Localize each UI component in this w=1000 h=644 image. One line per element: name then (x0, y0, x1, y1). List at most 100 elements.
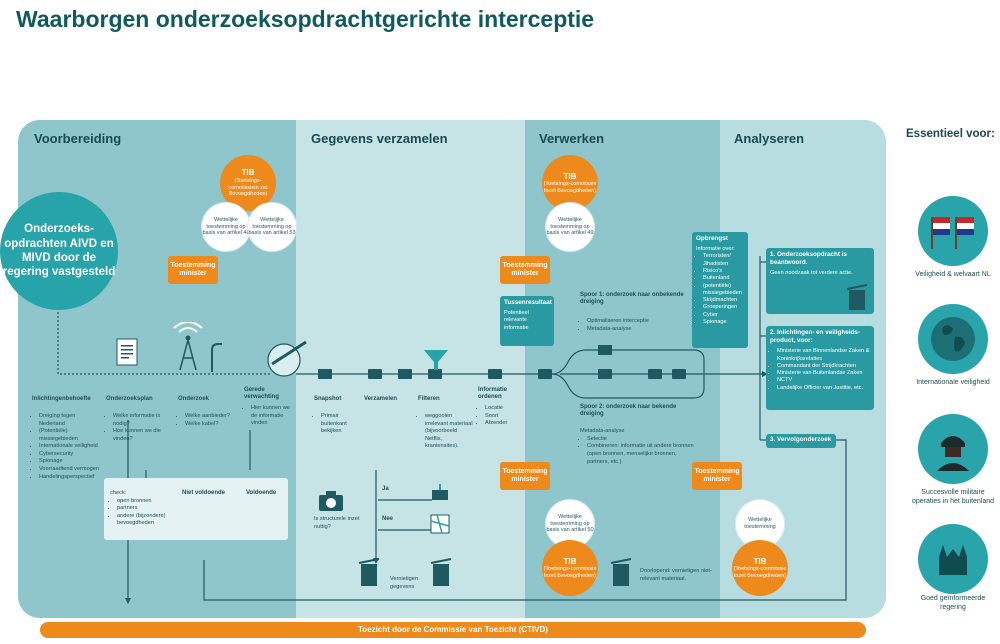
filter-funnel-icon (424, 350, 448, 370)
tib-sub: (Toetsings-commissie Inzet Bevoegdheden) (543, 566, 597, 579)
packet-icon (648, 369, 662, 379)
structurele-inzet-question: Is structurele inzet nuttig? (314, 516, 360, 530)
tib-sub: (Toetsings-commissie Inzet Bevoegdheden) (543, 181, 597, 194)
packet-icon (428, 369, 442, 379)
tussenresultaat-box: Tussenresultaat Potentieel relevante inf… (500, 296, 554, 346)
list-item: Welke aanbieder? (185, 413, 240, 421)
toestemming-artikel-49: Wettelijke toestemming op basis van arti… (546, 203, 594, 251)
tib-title: TIB (563, 556, 577, 566)
step-inlichtingenbehoefte: Inlichtingenbehoefte Dreiging tegen Nede… (32, 396, 102, 481)
step-title: Onderzoeksplan (106, 396, 153, 402)
spoor2-list: Selectie Combineren: informatie uit ande… (580, 436, 700, 466)
tib-title: TIB (753, 556, 767, 566)
data-packets (318, 369, 686, 379)
vernietigen-gegevens-label: Vernietigen gegevens (390, 576, 418, 590)
tib-title: TIB (241, 168, 255, 178)
packet-icon (598, 369, 612, 379)
spoor-1: Spoor 1: onderzoek naar onbekende dreigi… (580, 292, 692, 333)
packet-icon (318, 369, 332, 379)
antenna-icon (173, 322, 203, 371)
opbrengst-title: Opbrengst (696, 235, 728, 242)
toestemming-minister-box-1: Toestemming minister (168, 256, 218, 284)
tib-circle-bottom-mid: TIB (Toetsings-commissie Inzet Bevoegdhe… (542, 540, 598, 596)
step-title: Filteren (418, 396, 440, 402)
list-item: weggooien irrelevant materiaal (bijvoorb… (425, 413, 474, 451)
tussenresultaat-text: Potentieel relevante informatie (504, 310, 529, 331)
step-title: Informatie ordenen (478, 387, 508, 401)
packet-icon (672, 369, 686, 379)
list-item: (potentiële) missiegebieden (703, 283, 744, 298)
result3-title: 3. Vervolgonderzoek (770, 436, 832, 443)
label-voldoende: Voldoende (246, 490, 277, 496)
cable-device-icon (432, 484, 448, 500)
step-snapshot: Snapshot Primair buitenkant bekijken (314, 396, 360, 436)
list-item: Metadata-analyse (587, 326, 692, 334)
list-item: Spionage (39, 458, 102, 466)
trash-bin-icon (846, 284, 868, 310)
list-item: Voorraadtend vermogen (39, 466, 102, 474)
label-ja: Ja (382, 486, 389, 492)
packet-icon (538, 369, 552, 379)
check-list: open bronnen partners andere (bijzondere… (110, 498, 186, 528)
list-item: Handelingsperspectief (39, 474, 102, 482)
list-item: Primair buitenkant bekijken (321, 413, 360, 436)
step-onderzoeksplan: Onderzoeksplan Welke informatie is nodig… (106, 396, 172, 443)
step-title: Gerede verwachting (244, 387, 280, 401)
essentieel-title: Essentieel voor: (906, 128, 995, 140)
opbrengst-box: Opbrengst Informatie over: Terroristen/ … (692, 232, 748, 348)
doorlopend-label: Doorlopend: vernietigen niet-relevant ma… (640, 568, 712, 582)
step-title: Onderzoek (178, 396, 210, 402)
list-item: NCTV (777, 377, 870, 384)
flags-icon (918, 196, 988, 266)
toestemming-artikel-48: Wettelijke toestemming op basis van arti… (202, 203, 250, 251)
check-title: check: (110, 490, 127, 496)
column-header-voorbereiding: Voorbereiding (34, 131, 122, 146)
packets-upper-track (598, 345, 612, 355)
onderzoeksplan-list: Welke informatie is nodig? Hoe kunnen we… (106, 413, 172, 443)
result-1-box: 1. Onderzoeksopdracht is beantwoord. Gee… (766, 248, 874, 314)
gerede-list: Hier kunnen we de informatie vinden (244, 405, 294, 428)
globe-icon (918, 304, 988, 374)
step-title: Snapshot (314, 396, 342, 402)
list-item: (Potentiële) missiegebieden (39, 428, 102, 443)
essentieel-label: Succesvolle militaire operaties in het b… (911, 489, 995, 506)
list-item: Cybersecurity (39, 451, 102, 459)
result-2-box: 2. Inlichtingen- en veiligheids-product,… (766, 326, 874, 410)
result1-title: 1. Onderzoeksopdracht is beantwoord. (770, 251, 847, 267)
result2-title: 2. Inlichtingen- en veiligheids-product,… (770, 329, 860, 345)
spoor-2: Spoor 2: onderzoek naar bekende dreiging… (580, 404, 700, 466)
list-item: Commandant der Strijdkrachten (777, 363, 870, 370)
essentieel-label: Veiligheid & welvaart NL (915, 271, 991, 278)
column-header-gegevens-verzamelen: Gegevens verzamelen (311, 131, 448, 146)
list-item: Ministerie van Binnenlandse Zaken & Koni… (777, 348, 870, 363)
list-item: Soort (485, 413, 524, 421)
page-title: Waarborgen onderzoeksopdrachtgerichte in… (16, 6, 595, 32)
column-header-analyseren: Analyseren (734, 131, 805, 146)
gate-icon (267, 340, 307, 377)
step-filteren: Filteren weggooien irrelevant materiaal … (418, 396, 474, 451)
start-circle-onderzoeksopdrachten: Onderzoeks-opdrachten AIVD en MIVD door … (0, 192, 118, 310)
list-item: Terroristen/ Jihadisten (703, 253, 744, 268)
packet-icon (488, 369, 502, 379)
list-item: Welke informatie is nodig? (113, 413, 172, 428)
list-item: Spionage (703, 319, 744, 326)
snapshot-list: Primair buitenkant bekijken (314, 413, 360, 436)
result2-list: Ministerie van Binnenlandse Zaken & Koni… (770, 348, 870, 392)
column-header-verwerken: Verwerken (539, 131, 605, 146)
check-area (104, 478, 288, 540)
result1-text: Geen noodzaak tot verdere actie. (770, 270, 853, 277)
spoor2-text: Metadata-analyse (580, 428, 625, 435)
list-item: Strijdmachten (703, 297, 744, 304)
ordenen-list: Locatie Soort Afzender (478, 405, 524, 428)
onderzoek-list: Welke aanbieder? Welke kabel? (178, 413, 240, 428)
essentieel-label: Goed geïnformeerde regering (920, 595, 986, 612)
spoor2-title: Spoor 2: onderzoek naar bekende dreiging (580, 404, 677, 418)
cable-icon (211, 343, 222, 372)
label-nee: Nee (382, 516, 394, 522)
list-item: Groeperingen (703, 304, 744, 311)
soldier-icon (918, 414, 988, 484)
step-onderzoek: Onderzoek Welke aanbieder? Welke kabel? (178, 396, 240, 428)
step-gerede-verwachting: Gerede verwachting Hier kunnen we de inf… (244, 387, 294, 428)
spoor1-list: Optimaliseren interceptie Metadata-analy… (580, 318, 692, 333)
